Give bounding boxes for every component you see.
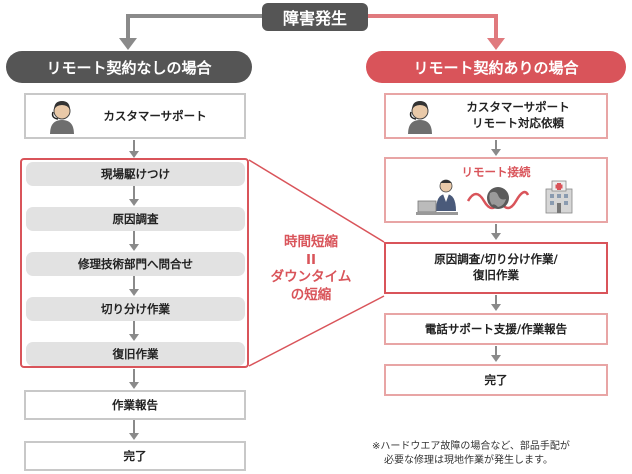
right-investigation-line1: 原因調査/切り分け作業/	[434, 252, 558, 267]
left-step-4: 切り分け作業	[26, 297, 245, 321]
globe-connection-icon	[466, 181, 530, 215]
left-arrows	[129, 140, 139, 440]
right-customer-support-line1: カスタマーサポート	[466, 100, 570, 115]
left-header: リモート契約なしの場合	[6, 51, 252, 83]
incident-title: 障害発生	[262, 3, 368, 31]
time-reduction-line1: 時間短縮	[284, 234, 338, 250]
right-split-arrowhead	[487, 38, 505, 50]
right-phone-support-box: 電話サポート支援/作業報告	[384, 313, 608, 345]
left-customer-support-box: カスタマーサポート	[24, 93, 246, 139]
left-customer-support-label: カスタマーサポート	[103, 109, 207, 123]
footnote-line1: ※ハードウエア故障の場合など、部品手配が	[372, 441, 570, 452]
time-reduction-equals: II	[305, 251, 317, 268]
bracket-line-top	[248, 159, 385, 243]
right-investigation-box: 原因調査/切り分け作業/ 復旧作業	[384, 242, 608, 294]
bracket-line-bottom	[248, 295, 385, 367]
left-report-box: 作業報告	[24, 390, 246, 420]
left-steps-frame	[20, 158, 249, 368]
right-investigation-line2: 復旧作業	[473, 268, 519, 282]
right-header: リモート契約ありの場合	[366, 51, 626, 83]
time-reduction-line4: の短縮	[290, 286, 332, 303]
left-split-arrowhead	[119, 38, 137, 50]
left-step-2: 原因調査	[26, 207, 245, 231]
right-customer-support-box: カスタマーサポート リモート対応依頼	[384, 93, 608, 139]
hospital-building-icon	[542, 179, 576, 215]
person-laptop-icon	[416, 177, 462, 217]
operator-icon	[46, 98, 78, 134]
left-step-5: 復旧作業	[26, 342, 245, 366]
left-done-box: 完了	[24, 441, 246, 471]
right-done-box: 完了	[384, 364, 608, 396]
right-split-line	[368, 14, 498, 40]
operator-icon	[404, 98, 436, 134]
time-reduction-note: 時間短縮 II ダウンタイム の短縮	[256, 234, 366, 304]
right-arrows	[491, 140, 501, 362]
time-reduction-line3: ダウンタイム	[270, 269, 352, 286]
remote-connection-label: リモート接続	[461, 165, 531, 179]
left-step-3: 修理技術部門へ問合せ	[26, 252, 245, 276]
footnote: ※ハードウエア故障の場合など、部品手配が 必要な修理は現地作業が発生します。	[372, 440, 628, 468]
right-customer-support-line2: リモート対応依頼	[472, 116, 564, 130]
remote-connection-box: リモート接続	[384, 157, 608, 223]
left-step-1: 現場駆けつけ	[26, 162, 245, 186]
left-split-line	[126, 14, 262, 40]
footnote-line2: 必要な修理は現地作業が発生します。	[384, 455, 553, 466]
